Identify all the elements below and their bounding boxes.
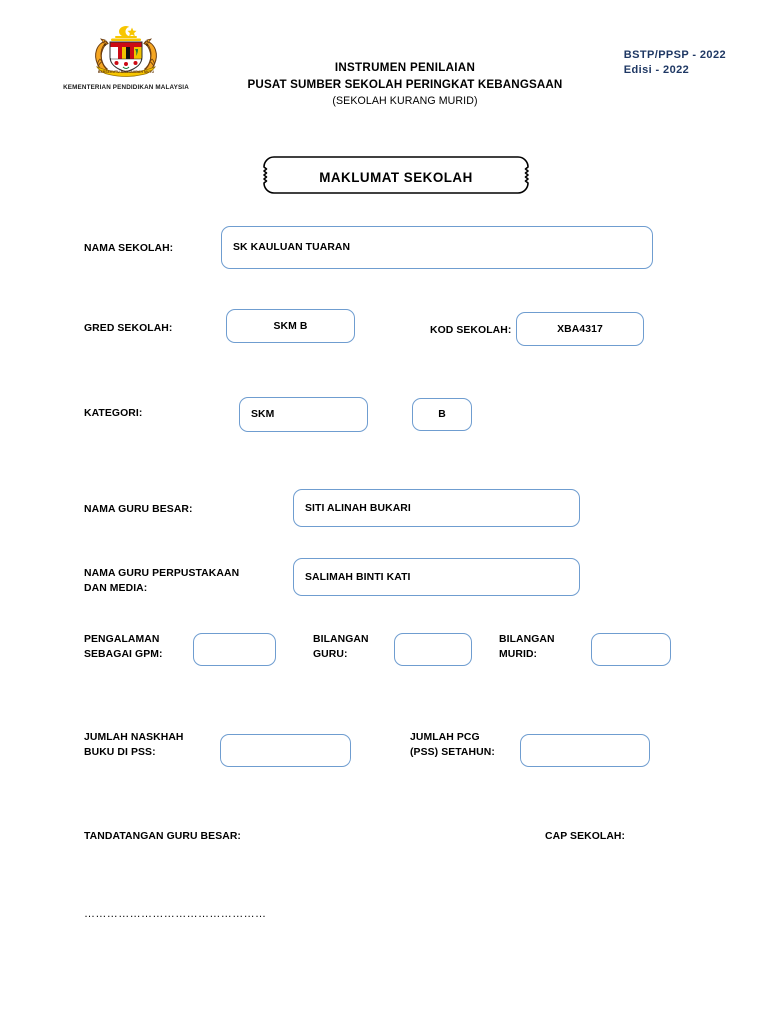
label-gred-sekolah: GRED SEKOLAH: <box>84 323 173 334</box>
section-title-banner: MAKLUMAT SEKOLAH <box>260 155 532 199</box>
input-bilangan-murid[interactable] <box>591 633 671 666</box>
label-cap-sekolah: CAP SEKOLAH: <box>545 831 626 842</box>
label-nama-guru-besar: NAMA GURU BESAR: <box>84 504 193 515</box>
section-title-wavy-frame-icon <box>263 156 529 194</box>
label-kategori: KATEGORI: <box>84 408 143 419</box>
ministry-crest-block: BERSEKUTU BERTAMBAH MUTU KEMENTERIAN PEN… <box>46 24 206 91</box>
label-nama-guru-perpustakaan: NAMA GURU PERPUSTAKAAN DAN MEDIA: <box>84 568 240 594</box>
label-pengalaman-gpm: PENGALAMAN SEBAGAI GPM: <box>84 634 163 660</box>
ministry-name-caption: KEMENTERIAN PENDIDIKAN MALAYSIA <box>63 84 189 91</box>
svg-text:BERSEKUTU BERTAMBAH MUTU: BERSEKUTU BERTAMBAH MUTU <box>98 70 155 74</box>
document-title-line-3: (SEKOLAH KURANG MURID) <box>332 95 478 107</box>
input-jumlah-naskhah[interactable] <box>220 734 351 767</box>
input-nama-guru-besar[interactable]: SITI ALINAH BUKARI <box>293 489 580 527</box>
label-jumlah-naskhah: JUMLAH NASKHAH BUKU DI PSS: <box>84 732 184 758</box>
label-jumlah-pcg: JUMLAH PCG (PSS) SETAHUN: <box>410 732 495 758</box>
input-bilangan-guru[interactable] <box>394 633 472 666</box>
label-kod-sekolah: KOD SEKOLAH: <box>430 323 513 338</box>
input-jumlah-pcg[interactable] <box>520 734 650 767</box>
motto-ribbon-icon: BERSEKUTU BERTAMBAH MUTU <box>96 66 156 77</box>
label-tandatangan-guru-besar: TANDATANGAN GURU BESAR: <box>84 831 241 842</box>
input-gred-sekolah[interactable]: SKM B <box>226 309 355 343</box>
label-nama-sekolah: NAMA SEKOLAH: <box>84 243 174 254</box>
label-bilangan-guru: BILANGAN GURU: <box>313 634 369 660</box>
input-nama-guru-perpustakaan[interactable]: SALIMAH BINTI KATI <box>293 558 580 596</box>
input-kod-sekolah[interactable]: XBA4317 <box>516 312 644 346</box>
label-bilangan-murid: BILANGAN MURID: <box>499 634 555 660</box>
shield-icon <box>109 41 143 73</box>
document-header: BERSEKUTU BERTAMBAH MUTU KEMENTERIAN PEN… <box>0 0 768 130</box>
document-reference-code: BSTP/PPSP - 2022 <box>623 49 726 61</box>
signature-dotted-line: ………………………………………… <box>84 908 267 920</box>
section-title-text: MAKLUMAT SEKOLAH <box>319 169 473 185</box>
malaysia-coat-of-arms-icon: BERSEKUTU BERTAMBAH MUTU <box>95 26 157 77</box>
document-title-line-2: PUSAT SUMBER SEKOLAH PERINGKAT KEBANGSAA… <box>247 77 563 91</box>
document-reference-block: BSTP/PPSP - 2022 Edisi - 2022 <box>624 48 726 78</box>
input-kategori-jenis[interactable]: SKM <box>239 397 368 432</box>
input-nama-sekolah[interactable]: SK KAULUAN TUARAN <box>221 226 653 269</box>
document-title-block: INSTRUMEN PENILAIAN PUSAT SUMBER SEKOLAH… <box>190 60 620 110</box>
input-kategori-gred[interactable]: B <box>412 398 472 431</box>
input-pengalaman-gpm[interactable] <box>193 633 276 666</box>
document-edition: Edisi - 2022 <box>623 64 690 76</box>
document-title-line-1: INSTRUMEN PENILAIAN <box>334 61 476 74</box>
